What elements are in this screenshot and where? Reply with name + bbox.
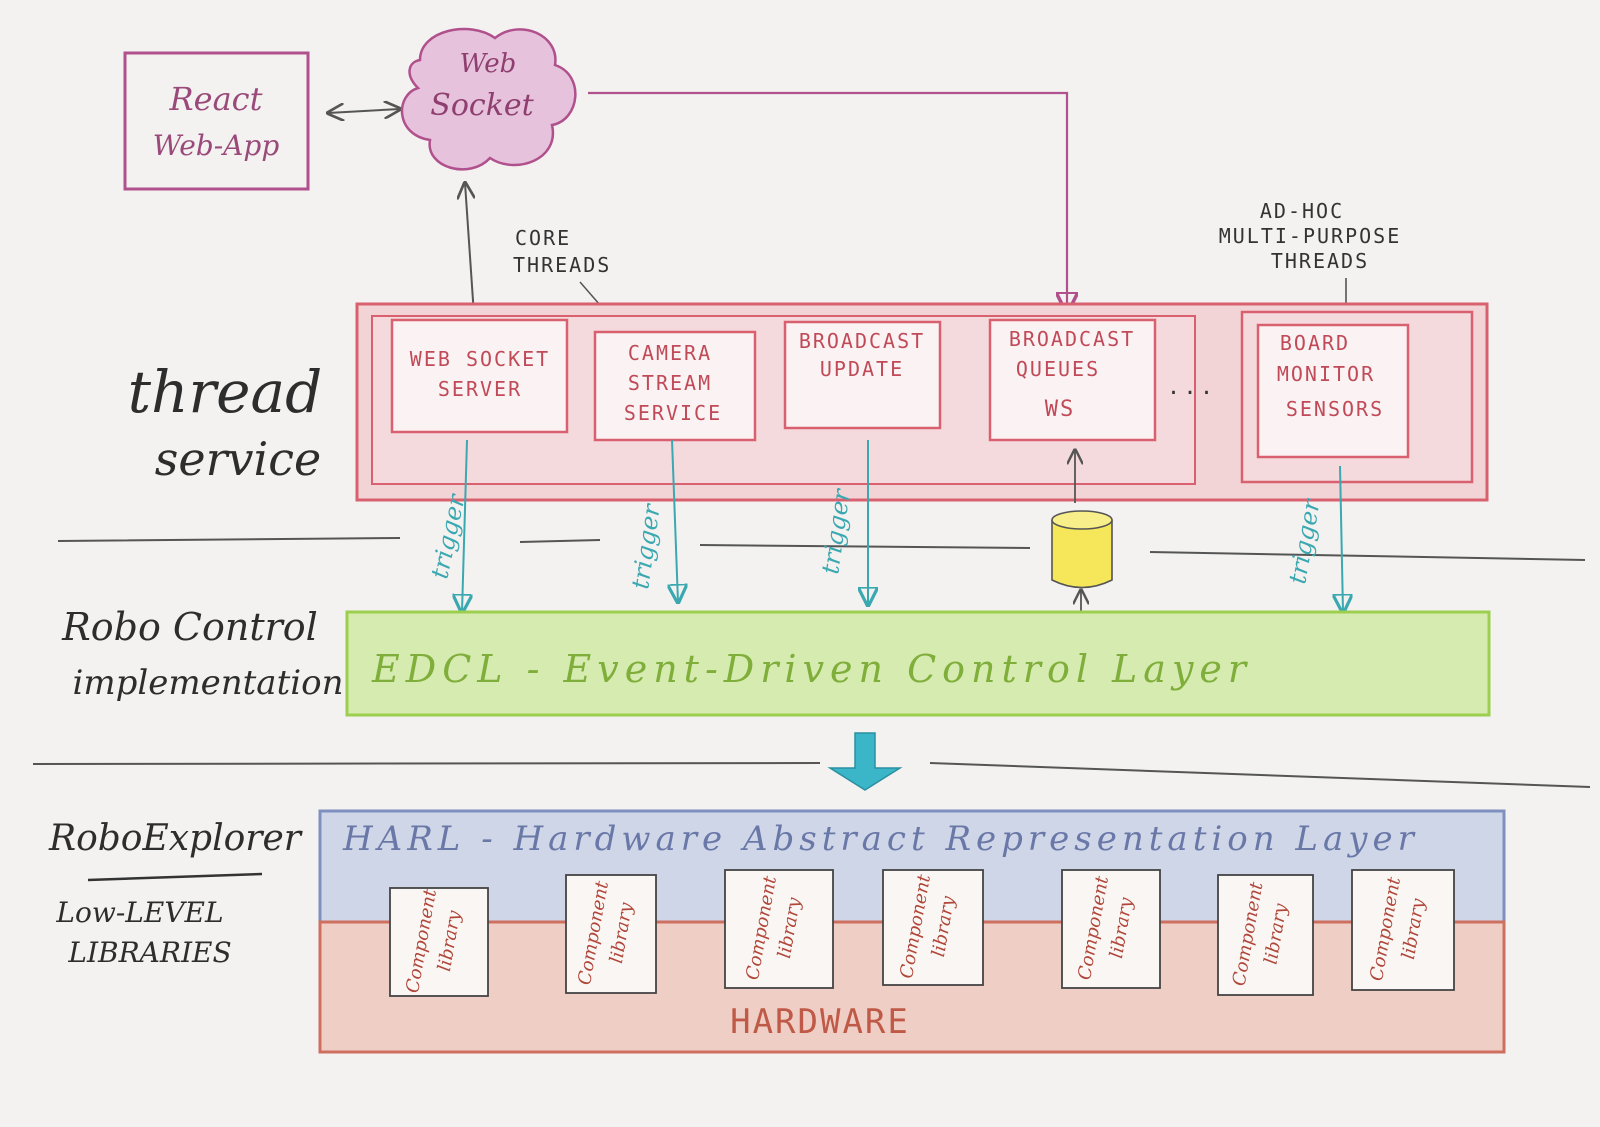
websocket-to-queues-arrow (588, 91, 1067, 312)
edcl-to-harl-arrow (827, 732, 903, 791)
thread-label: WEB SOCKET (410, 347, 550, 371)
harl-label: HARL - Hardware Abstract Representation … (342, 819, 1419, 859)
thread-ellipsis: . . . (1169, 371, 1210, 401)
thread-box-camera-stream: CAMERA STREAM SERVICE (593, 330, 757, 442)
separator-line-2 (32, 762, 1591, 788)
low-level-line2: LIBRARIES (67, 936, 231, 969)
thread-label: STREAM (628, 371, 712, 395)
core-threads-line2: THREADS (513, 253, 611, 277)
thread-service-label-line1: thread (128, 358, 322, 426)
hardware-label: HARDWARE (730, 1002, 910, 1042)
adhoc-line2: MULTI-PURPOSE (1219, 224, 1402, 248)
robo-control-label-line2: implementation (73, 663, 344, 703)
react-web-app-box: React Web-App (123, 51, 310, 191)
trigger-label: trigger (626, 501, 666, 591)
thread-label: MONITOR (1277, 362, 1375, 386)
separator-line-1 (57, 537, 1586, 561)
thread-label: BOARD (1280, 331, 1350, 355)
thread-label: QUEUES (1016, 357, 1100, 381)
thread-label: UPDATE (820, 357, 904, 381)
roboexplorer-label: RoboExplorer (48, 818, 303, 859)
thread-box-broadcast-queues: BROADCAST QUEUES WS (988, 318, 1157, 442)
thread-label: BROADCAST (799, 329, 925, 353)
thread-label: SERVER (438, 377, 522, 401)
roboexplorer-underline (87, 872, 263, 882)
queue-cylinder-icon (1051, 510, 1113, 589)
adhoc-line3: THREADS (1271, 249, 1369, 273)
core-threads-line1: CORE (515, 226, 571, 250)
edcl-label: EDCL - Event-Driven Control Layer (371, 647, 1252, 691)
react-app-line2: Web-App (153, 129, 280, 162)
websocket-line1: Web (460, 49, 517, 79)
edcl-layer: EDCL - Event-Driven Control Layer (345, 610, 1491, 717)
thread-label: SERVICE (624, 401, 722, 425)
robo-control-label-line1: Robo Control (61, 605, 318, 649)
thread-box-board-monitor: BOARD MONITOR SENSORS (1256, 323, 1410, 459)
thread-label: BROADCAST (1009, 327, 1135, 351)
thread-label: CAMERA (628, 341, 712, 365)
core-threads-pointer (579, 281, 601, 306)
websocket-cloud: Web Socket (400, 27, 577, 171)
low-level-line1: Low-LEVEL (55, 896, 223, 929)
trigger-arrows (462, 439, 1343, 612)
trigger-label: trigger (1283, 496, 1326, 586)
thread-box-broadcast-update: BROADCAST UPDATE (783, 320, 942, 430)
websocket-line2: Socket (430, 88, 534, 123)
react-websocket-arrow (328, 109, 400, 113)
thread-label: WS (1045, 397, 1076, 422)
thread-label: SENSORS (1286, 397, 1384, 421)
react-app-line1: React (169, 80, 263, 118)
adhoc-line1: AD-HOC (1260, 199, 1344, 223)
thread-box-websocket-server: WEB SOCKET SERVER (390, 318, 569, 434)
thread-service-label-line2: service (155, 432, 322, 486)
